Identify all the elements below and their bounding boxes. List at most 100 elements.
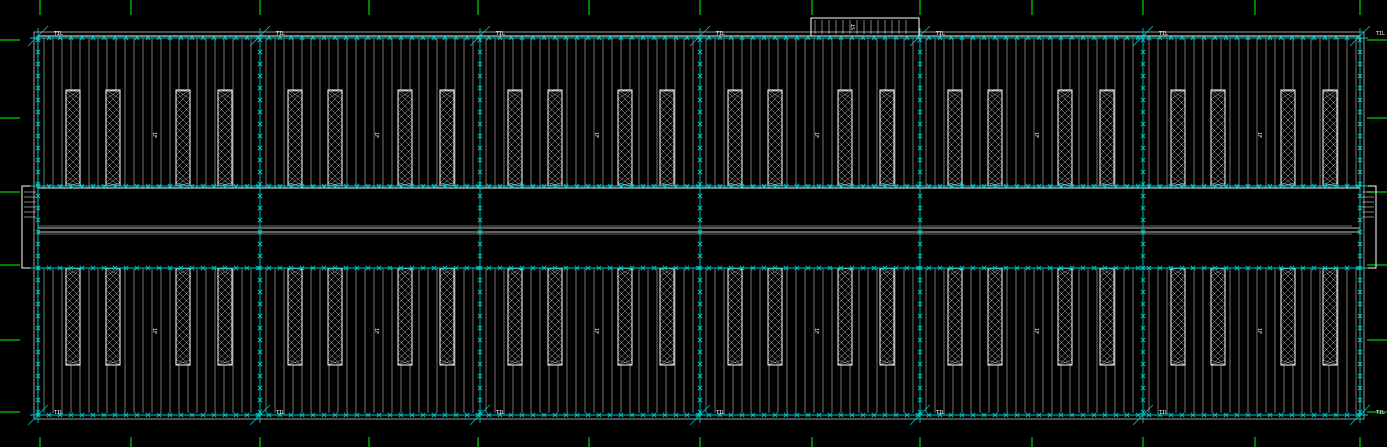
lower-rack-hatch-b-b3-1-36 bbox=[767, 303, 783, 319]
upper-rack-hatch-b-b3-2-30 bbox=[837, 119, 853, 135]
lower-rack-hatch-b-b4-2-8 bbox=[1057, 275, 1073, 291]
upper-rack-hatch-b-b5-0-2 bbox=[1170, 91, 1186, 107]
structural-h-mark-0-1094-b bbox=[1091, 35, 1097, 41]
lower-rack-hatch-b-b1-1-50 bbox=[327, 317, 343, 333]
lower-rack-hatch-b-b0-1-8 bbox=[105, 275, 121, 291]
structural-h-mark-0-610-b bbox=[607, 35, 613, 41]
structural-h-mark-3-49-b bbox=[46, 412, 52, 418]
lower-rack-hatch-b-b0-2-85 bbox=[175, 352, 191, 366]
structural-h-mark-2-951-b bbox=[948, 265, 954, 271]
lower-rack-hatch-b-b1-3-22 bbox=[439, 289, 455, 305]
lower-rack-hatch-b-b4-3-92 bbox=[1099, 359, 1115, 366]
upper-rack-hatch-b-b4-0-51 bbox=[947, 140, 963, 156]
structural-v-mark-4-160-b bbox=[917, 157, 923, 163]
structural-h-mark-3-291-b bbox=[288, 412, 294, 418]
lower-rack-hatch-b-b0-3-78 bbox=[217, 345, 233, 361]
upper-rack-hatch-b-b5-2-58 bbox=[1280, 147, 1296, 163]
structural-v-mark-3-376-b bbox=[697, 373, 703, 379]
upper-rack-hatch-b-b1-0-23 bbox=[287, 112, 303, 128]
structural-v-mark-2-328-b bbox=[477, 325, 483, 331]
lower-rack-hatch-b-b0-2--6 bbox=[175, 267, 191, 277]
structural-h-mark-3-269-b bbox=[266, 412, 272, 418]
structural-h-mark-2-445-b bbox=[442, 265, 448, 271]
structural-h-mark-0-896-b bbox=[893, 35, 899, 41]
lower-rack-hatch-b-b4-0-29 bbox=[947, 296, 963, 312]
structural-h-mark-2-863-b bbox=[860, 265, 866, 271]
lower-rack-hatch-b-b0-3-15 bbox=[217, 282, 233, 298]
structural-h-mark-0-379-b bbox=[376, 35, 382, 41]
structural-v-mark-3-148-b bbox=[697, 145, 703, 151]
structural-h-mark-3-346-b bbox=[343, 412, 349, 418]
upper-rack-hatch-b-b4-2-58 bbox=[1057, 147, 1073, 163]
upper-rack-b0-2 bbox=[175, 89, 191, 187]
structural-h-mark-1-907-b bbox=[904, 183, 910, 189]
structural-h-mark-1-1138-b bbox=[1135, 183, 1141, 189]
structural-h-mark-0-797-b bbox=[794, 35, 800, 41]
structural-h-mark-2-709-b bbox=[706, 265, 712, 271]
upper-rack-hatch-b-b5-0-30 bbox=[1170, 119, 1186, 135]
structural-h-mark-0-1028-b bbox=[1025, 35, 1031, 41]
upper-rack-hatch-b-b3-3-9 bbox=[879, 98, 895, 114]
structural-h-mark-3-951-b bbox=[948, 412, 954, 418]
structural-h-mark-1-1336-b bbox=[1333, 183, 1339, 189]
lower-rack-hatch-b-b1-0-64 bbox=[287, 331, 303, 347]
lower-rack-hatch-b-b5-2-29 bbox=[1280, 296, 1296, 312]
lower-rack-hatch-b-b5-3-64 bbox=[1322, 331, 1338, 347]
lower-rack-hatch-b-b4-2-22 bbox=[1057, 289, 1073, 305]
upper-rack-b1-2 bbox=[397, 89, 413, 187]
structural-h-mark-3-258-b bbox=[255, 412, 261, 418]
lower-rack-hatch-b-b5-0-8 bbox=[1170, 275, 1186, 291]
structural-v-mark-3-256-b bbox=[697, 253, 703, 259]
lower-rack-hatch-b-b1-3-92 bbox=[439, 359, 455, 366]
upper-rack-hatch-b-b5-3-23 bbox=[1322, 112, 1338, 128]
structural-v-mark-2-124-b bbox=[477, 121, 483, 127]
lower-rack-hatch-b-b4-1-15 bbox=[987, 282, 1003, 298]
upper-rack-hatch-b-b2-1-51 bbox=[547, 140, 563, 156]
structural-h-mark-0-192-b bbox=[189, 35, 195, 41]
upper-rack-hatch-b-b1-3-58 bbox=[439, 147, 455, 163]
linework-layer bbox=[21, 17, 1377, 420]
lower-rack-hatch-b-b2-2-1 bbox=[617, 268, 633, 284]
structural-h-mark-0-1061-b bbox=[1058, 35, 1064, 41]
upper-rack-hatch-b-b0-0--5 bbox=[65, 89, 81, 100]
structural-h-mark-0-588-b bbox=[585, 35, 591, 41]
lower-rack-hatch-b-b5-3-50 bbox=[1322, 317, 1338, 333]
lower-rack-hatch-b-b3-3-85 bbox=[879, 352, 895, 366]
structural-v-mark-0-124-b bbox=[35, 121, 41, 127]
structural-h-mark-0-929-b bbox=[926, 35, 932, 41]
structural-h-mark-1-599-b bbox=[596, 183, 602, 189]
structural-h-mark-3-1160-b bbox=[1157, 412, 1163, 418]
upper-rack-hatch-b-b0-1-2 bbox=[105, 91, 121, 107]
structural-v-mark-1-400-b bbox=[257, 397, 263, 403]
lower-rack-hatch-b-b3-0-92 bbox=[727, 359, 743, 366]
lower-rack-hatch-b-b4-1-57 bbox=[987, 324, 1003, 340]
structural-v-mark-4-88-b bbox=[917, 85, 923, 91]
structural-h-mark-0-1160-b bbox=[1157, 35, 1163, 41]
upper-rack-hatch-b-b4-1-16 bbox=[987, 105, 1003, 121]
structural-h-mark-0-1149-b bbox=[1146, 35, 1152, 41]
upper-rack-hatch-b-b2-3-9 bbox=[659, 98, 675, 114]
lower-rack-hatch-b-b0-2-1 bbox=[175, 268, 191, 284]
structural-h-mark-2-1204-b bbox=[1201, 265, 1207, 271]
lower-rack-hatch-b-b0-0-8 bbox=[65, 275, 81, 291]
upper-rack-hatch-b-b2-3-86 bbox=[659, 175, 675, 187]
structural-h-mark-1-1303-b bbox=[1300, 183, 1306, 189]
structural-h-mark-3-885-b bbox=[882, 412, 888, 418]
lower-rack-hatch-b-b2-0-1 bbox=[507, 268, 523, 284]
upper-rack-hatch-b-b3-3-72 bbox=[879, 161, 895, 177]
structural-h-mark-1-236-b bbox=[233, 183, 239, 189]
structural-h-mark-2-126-b bbox=[123, 265, 129, 271]
lower-rack-hatch-b-b5-0-57 bbox=[1170, 324, 1186, 340]
structural-v-mark-5-40-b bbox=[1140, 37, 1146, 43]
upper-rack-hatch-b-b3-2-58 bbox=[837, 147, 853, 163]
lower-rack-hatch-b-b5-2--6 bbox=[1280, 267, 1296, 277]
upper-rack-hatch-b-b1-0-65 bbox=[287, 154, 303, 170]
upper-rack-hatch-b-b5-1-51 bbox=[1210, 140, 1226, 156]
lower-rack-hatch-b-b3-2-57 bbox=[837, 324, 853, 340]
lower-rack-hatch-b-b1-0-71 bbox=[287, 338, 303, 354]
lower-rack-hatch-b-b5-1-50 bbox=[1210, 317, 1226, 333]
structural-v-mark-1-244-b bbox=[257, 241, 263, 247]
upper-rack-hatch-b-b3-1-2 bbox=[767, 91, 783, 107]
